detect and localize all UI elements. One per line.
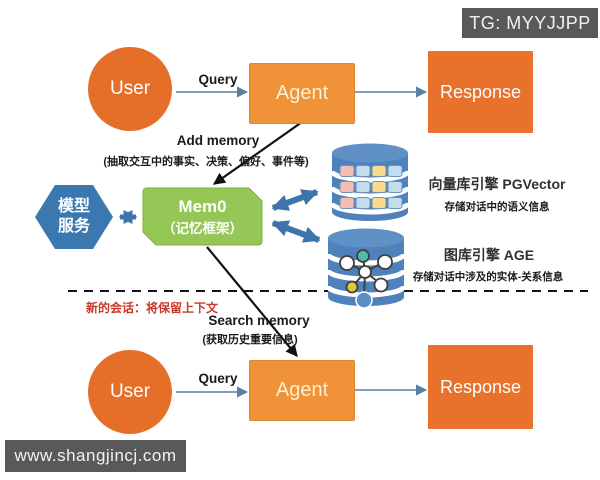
- tg-watermark-label: TG: MYYJJPP: [469, 12, 591, 33]
- graph-db-desc: 存储对话中涉及的实体-关系信息: [412, 271, 564, 283]
- agent-label-top: Agent: [275, 82, 329, 104]
- model-service-label: 模型 服务: [35, 186, 113, 248]
- user-label-top: User: [109, 78, 151, 99]
- model-service-line1: 模型: [57, 198, 90, 215]
- mem0-subtitle: （记忆框架）: [162, 220, 243, 236]
- agent-node-top: Agent: [249, 63, 355, 124]
- search-memory-label: Search memory: [208, 313, 310, 328]
- tg-watermark-badge: TG: MYYJJPP: [462, 8, 598, 38]
- response-label-bottom: Response: [439, 376, 522, 397]
- vector-cells: [339, 165, 403, 209]
- add-memory-label: Add memory: [176, 133, 260, 148]
- vector-db-title: 向量库引擎 PGVector: [428, 176, 566, 192]
- vector-db-cylinder: [329, 143, 411, 221]
- session-note: 新的会话：将保留上下文: [86, 301, 219, 315]
- mem0-vector-arrow: [271, 189, 319, 211]
- search-memory-note: (获取历史重要信息): [202, 334, 298, 346]
- user-node-top: User: [88, 47, 172, 131]
- response-node-top: Response: [428, 51, 533, 133]
- mem0-graph-arrow: [271, 220, 321, 243]
- site-watermark-badge: www.shangjincj.com: [5, 440, 186, 472]
- graph-network: [347, 256, 385, 299]
- agent-node-bottom: Agent: [249, 360, 355, 421]
- graph-db-title: 图库引擎 AGE: [443, 247, 535, 263]
- response-node-bottom: Response: [428, 345, 533, 429]
- user-node-bottom: User: [88, 350, 172, 434]
- cylinder-top: [328, 228, 404, 248]
- vector-db-desc: 存储对话中的语义信息: [444, 201, 550, 213]
- mem0-title: Mem0: [178, 196, 227, 216]
- agent-label-bottom: Agent: [275, 379, 329, 401]
- query-label-top: Query: [198, 72, 238, 87]
- add-memory-arrow: [213, 121, 303, 185]
- graph-nodes: [339, 249, 393, 309]
- cylinder-top: [332, 143, 408, 163]
- query-label-bottom: Query: [198, 371, 238, 386]
- add-memory-note: (抽取交互中的事实、决策、偏好、事件等): [103, 156, 309, 168]
- graph-db-cylinder: [325, 228, 407, 309]
- site-watermark-label: www.shangjincj.com: [14, 446, 177, 465]
- model-service-line2: 服务: [57, 218, 90, 235]
- response-label-top: Response: [439, 81, 522, 102]
- user-label-bottom: User: [109, 381, 151, 402]
- mem0-label: Mem0 （记忆框架）: [143, 189, 262, 244]
